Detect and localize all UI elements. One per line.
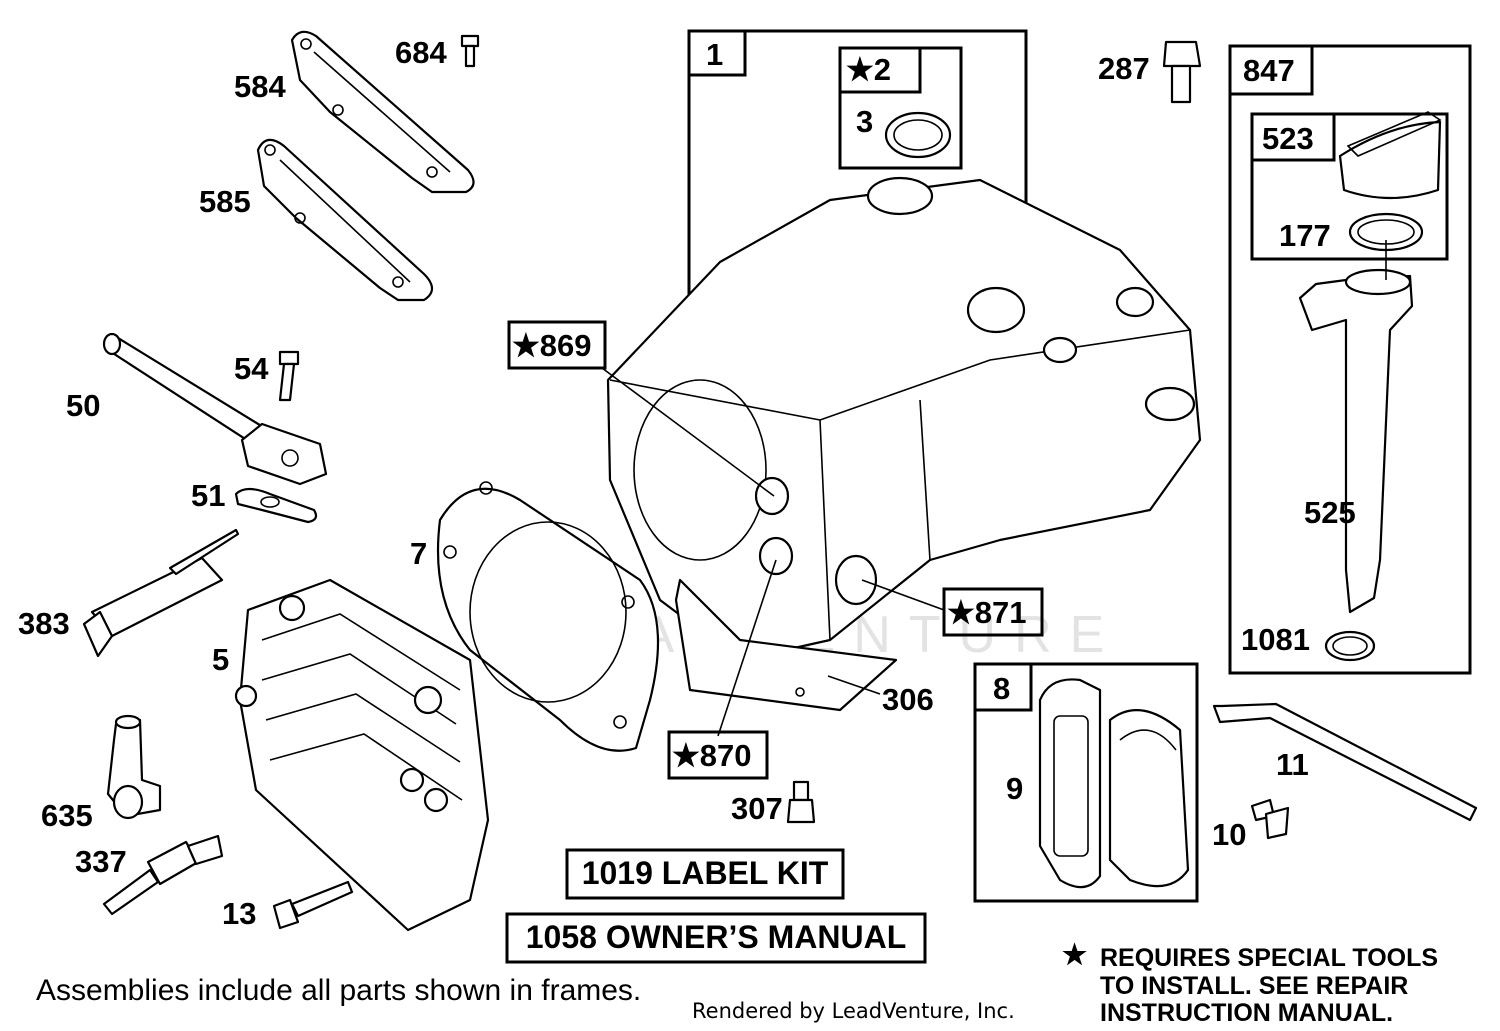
label-337: 337 bbox=[75, 844, 127, 879]
label-585: 585 bbox=[199, 184, 251, 219]
governor-shaft-383 bbox=[82, 528, 240, 658]
gasket-585 bbox=[256, 138, 434, 302]
gasket-51 bbox=[234, 487, 318, 524]
label-50: 50 bbox=[66, 388, 100, 423]
dipstick-cap-523 bbox=[1338, 111, 1442, 200]
elbow-fitting-635 bbox=[106, 714, 162, 820]
frame-847-dipstick-assembly: 847 bbox=[1228, 44, 1472, 675]
label-51: 51 bbox=[191, 478, 225, 513]
breather-tube-50 bbox=[102, 332, 328, 486]
screw-54 bbox=[278, 350, 300, 402]
o-ring-1081 bbox=[1324, 630, 1376, 662]
breather-gasket-9 bbox=[1038, 678, 1102, 889]
bolt-13 bbox=[272, 880, 354, 930]
head-gasket-7 bbox=[436, 481, 660, 752]
label-306: 306 bbox=[882, 682, 934, 717]
cylinder-block bbox=[606, 176, 1202, 662]
label-kit-box: 1019 LABEL KIT bbox=[565, 848, 845, 900]
bolt-287 bbox=[1162, 40, 1202, 104]
fitting-10 bbox=[1250, 798, 1290, 840]
callout-870: ★870 bbox=[667, 730, 769, 780]
frame-523-dipstick: 523 177 bbox=[1250, 112, 1449, 261]
screw-307 bbox=[786, 780, 816, 824]
label-kit-text: 1019 LABEL KIT bbox=[582, 855, 829, 891]
leader-lines bbox=[601, 367, 945, 737]
callout-871: ★871 bbox=[942, 587, 1044, 637]
note-line-1: REQUIRES SPECIAL TOOLS bbox=[1100, 944, 1438, 972]
breather-tube-11 bbox=[1212, 702, 1478, 822]
label-3: 3 bbox=[856, 104, 873, 139]
label-1081: 1081 bbox=[1241, 622, 1310, 657]
callout-869: ★869 bbox=[507, 320, 607, 370]
label-13: 13 bbox=[222, 896, 256, 931]
special-tools-note: ★ REQUIRES SPECIAL TOOLS TO INSTALL. SEE… bbox=[1062, 939, 1438, 1027]
label-870: ★870 bbox=[672, 738, 752, 773]
label-525: 525 bbox=[1304, 495, 1356, 530]
screw-684 bbox=[460, 34, 480, 68]
spark-plug-337 bbox=[102, 834, 224, 916]
label-8: 8 bbox=[993, 671, 1010, 706]
label-871: ★871 bbox=[947, 595, 1027, 630]
label-9: 9 bbox=[1006, 771, 1023, 806]
label-11: 11 bbox=[1276, 747, 1309, 782]
label-635: 635 bbox=[41, 798, 93, 833]
frame-2-seal-kit: ★2 3 bbox=[838, 46, 963, 170]
rendered-by-credit: Rendered by LeadVenture, Inc. bbox=[692, 999, 1015, 1023]
frame-8-breather-assembly: 8 9 bbox=[973, 662, 1199, 903]
label-5: 5 bbox=[212, 642, 229, 677]
owners-manual-box: 1058 OWNER’S MANUAL bbox=[505, 912, 927, 964]
label-7: 7 bbox=[410, 536, 427, 571]
note-line-2: TO INSTALL. SEE REPAIR bbox=[1100, 972, 1408, 1000]
owners-manual-text: 1058 OWNER’S MANUAL bbox=[526, 919, 907, 955]
dipstick-tube-525 bbox=[1298, 240, 1414, 614]
label-523: 523 bbox=[1262, 121, 1314, 156]
part-labels: 684 584 585 54 50 51 383 5 635 337 13 7 … bbox=[18, 35, 1356, 931]
instruction-card-306 bbox=[674, 578, 898, 712]
label-847: 847 bbox=[1243, 53, 1295, 88]
label-2: ★2 bbox=[846, 52, 891, 87]
star-icon: ★ bbox=[1062, 939, 1087, 970]
label-869: ★869 bbox=[512, 328, 592, 363]
cylinder-head-5 bbox=[234, 578, 490, 932]
label-177: 177 bbox=[1279, 218, 1331, 253]
label-383: 383 bbox=[18, 606, 70, 641]
assemblies-note: Assemblies include all parts shown in fr… bbox=[36, 974, 641, 1007]
label-684: 684 bbox=[395, 35, 447, 70]
label-54: 54 bbox=[234, 351, 269, 386]
breather-cover bbox=[1108, 708, 1190, 888]
gasket-584 bbox=[290, 30, 475, 194]
label-287: 287 bbox=[1098, 51, 1150, 86]
label-10: 10 bbox=[1212, 817, 1246, 852]
label-1: 1 bbox=[706, 37, 723, 72]
label-307: 307 bbox=[731, 791, 783, 826]
note-line-3: INSTRUCTION MANUAL. bbox=[1100, 999, 1393, 1027]
label-584: 584 bbox=[234, 69, 286, 104]
